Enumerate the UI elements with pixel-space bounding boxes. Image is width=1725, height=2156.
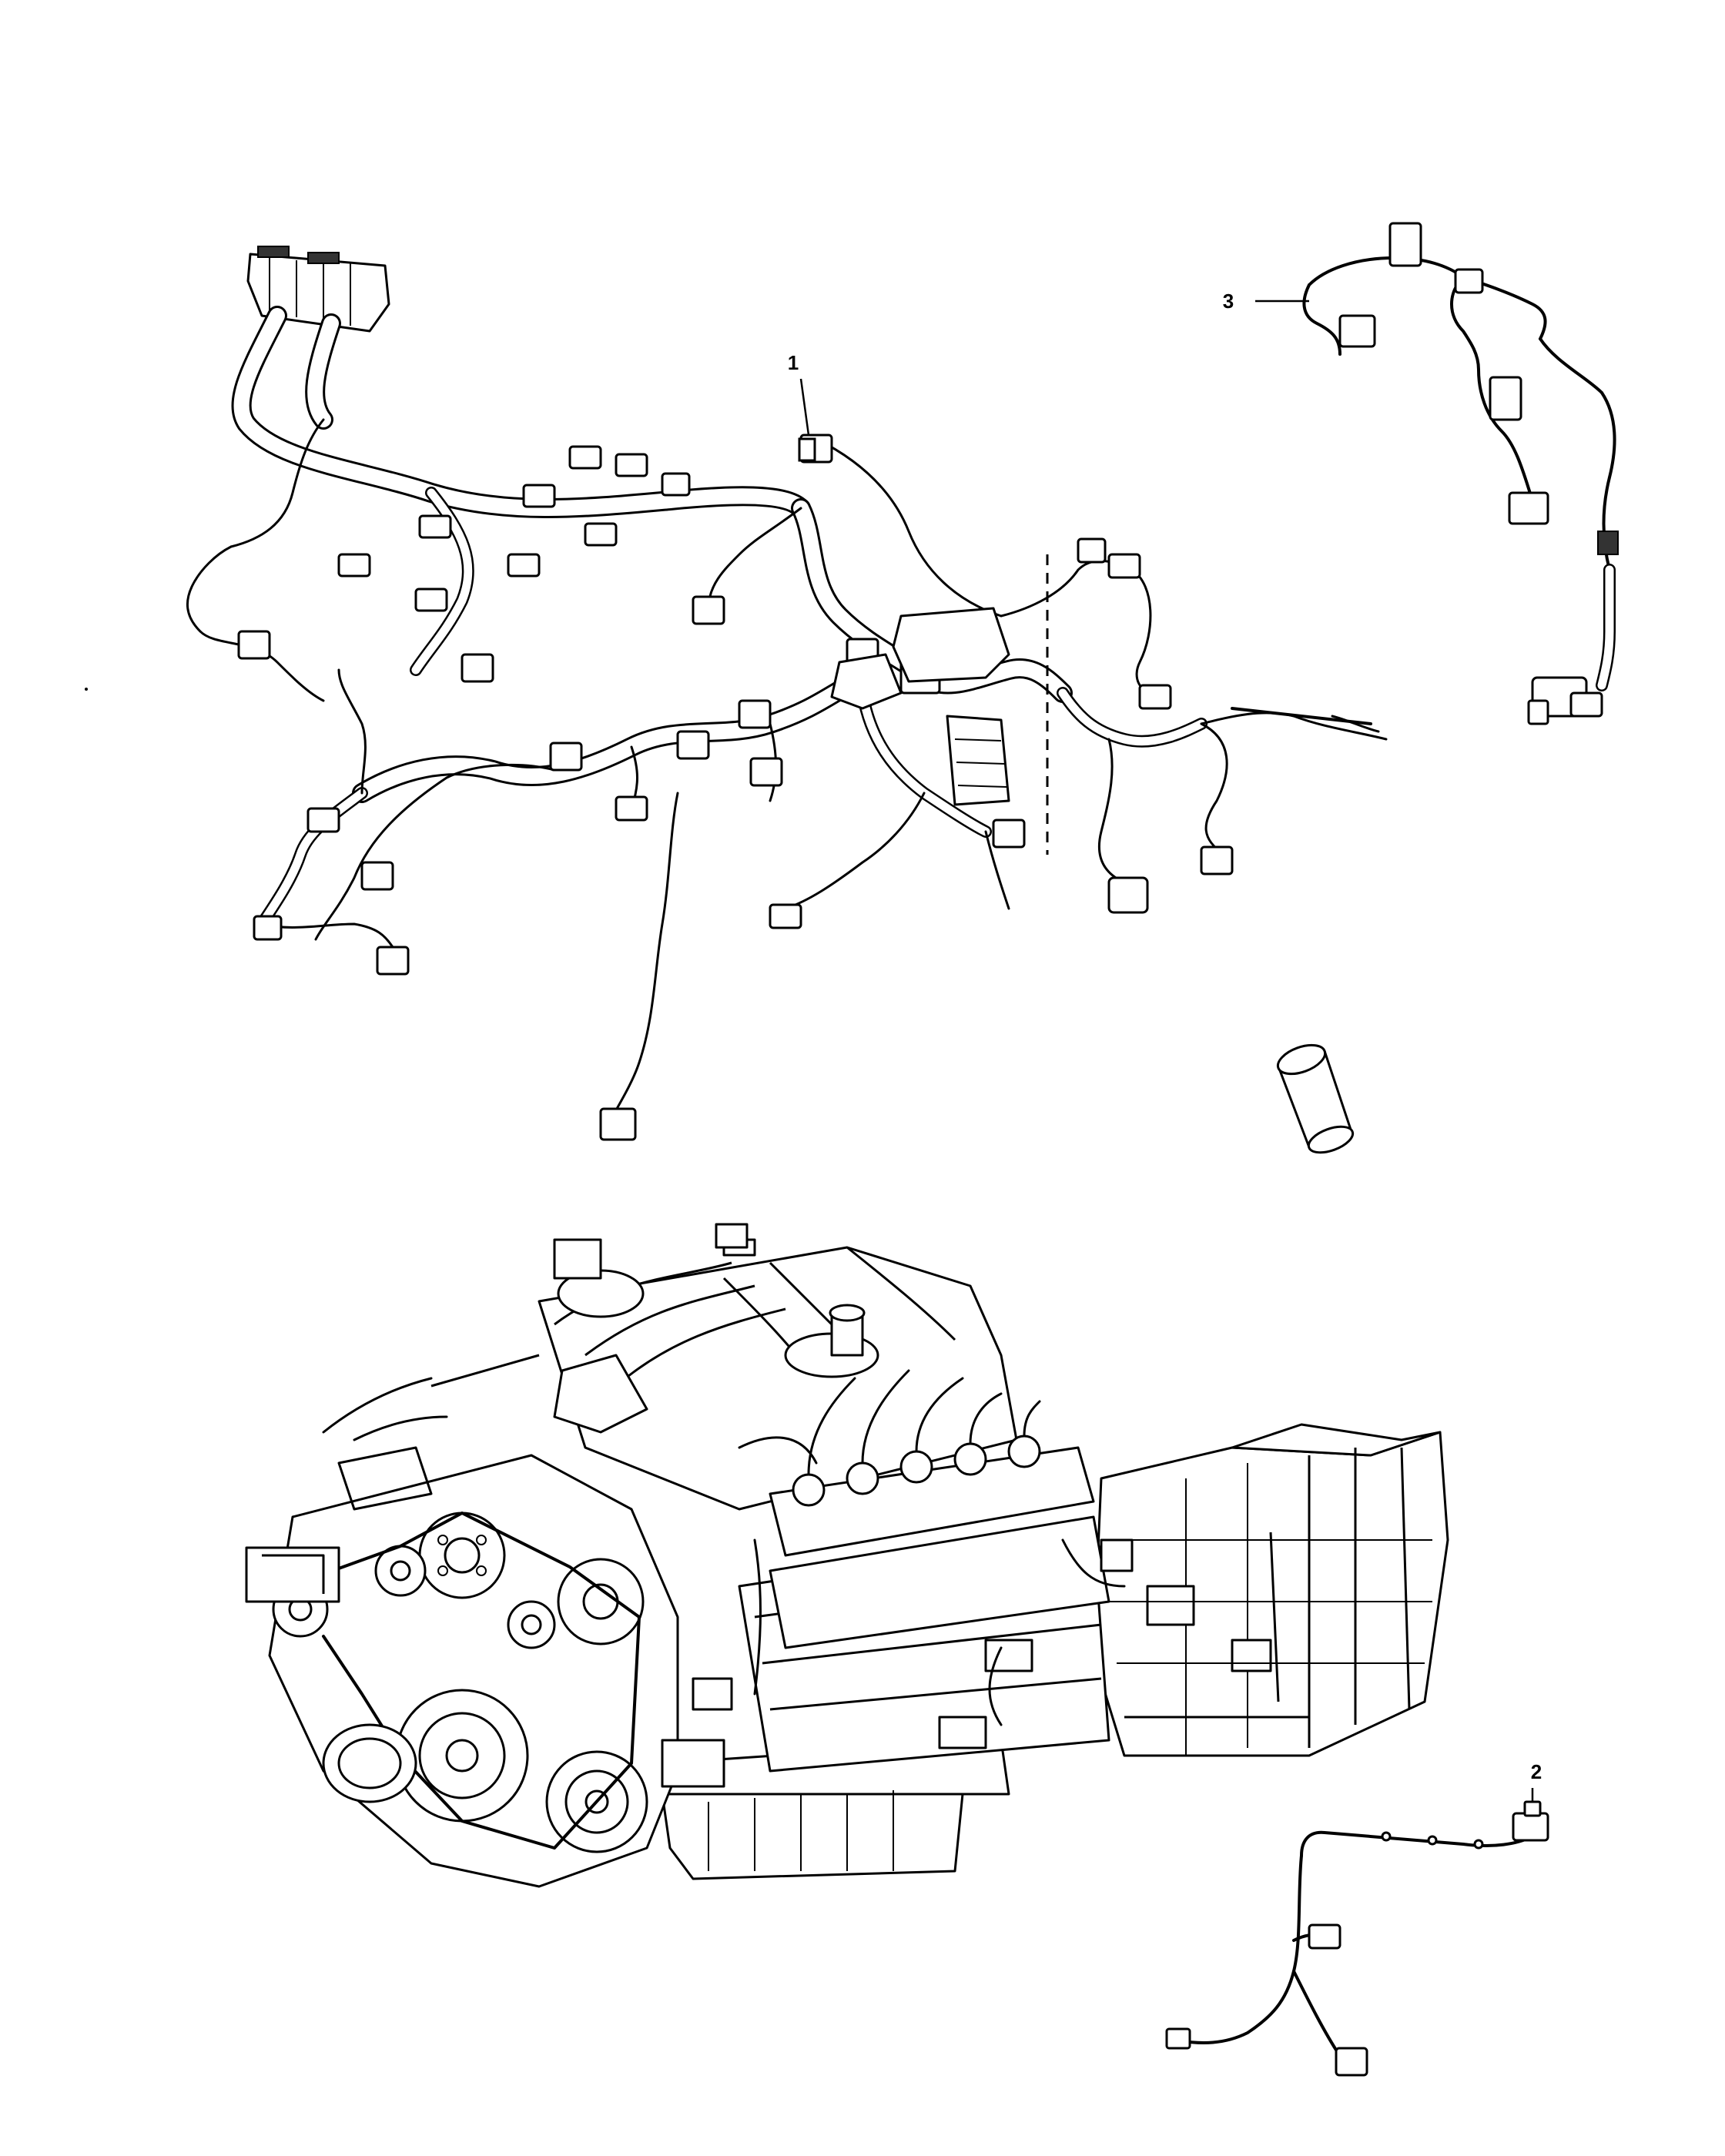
engine-assembly: [245, 1223, 1449, 1888]
callout-1: 1: [788, 351, 810, 436]
front-accessory-drive: [245, 1454, 679, 1888]
harness-relay-cluster: [830, 607, 1010, 710]
secondary-wiring-harness: [1302, 222, 1619, 725]
harness-junction-box: [946, 715, 1010, 806]
harness-sleeve: [1276, 1043, 1355, 1154]
engine-wiring-harness: [186, 246, 1388, 1141]
intake-manifold: [538, 1238, 1018, 1511]
callout-1-label: 1: [788, 351, 799, 374]
transmission: [1092, 1423, 1449, 1757]
transmission-wiring-harness: [1165, 1800, 1549, 2077]
callout-2-label: 2: [1531, 1760, 1542, 1783]
callout-3: 3: [1223, 290, 1309, 313]
callout-3-label: 3: [1223, 290, 1234, 313]
callout-2: 2: [1531, 1760, 1542, 1802]
engine-misc-details: [322, 1223, 1134, 1788]
harness-connectors: [237, 434, 1234, 1141]
valve-cover: [738, 1369, 1110, 1696]
